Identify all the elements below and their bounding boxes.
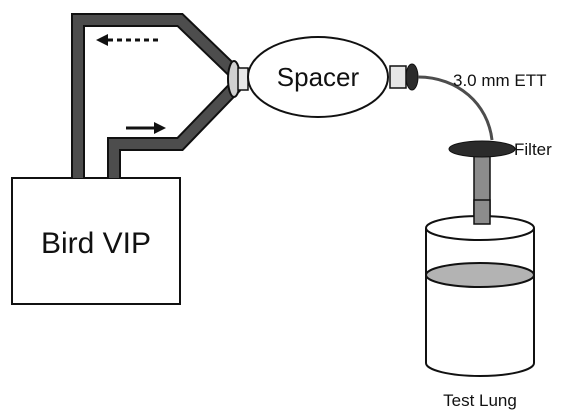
ett-connector (405, 63, 419, 91)
return-flow-arrow (96, 34, 158, 46)
inspiratory-flow-arrow (126, 122, 166, 134)
ventilator-box (11, 177, 181, 305)
test-lung-label: Test Lung (443, 391, 517, 410)
filter-label: Filter (514, 140, 552, 159)
ett-label: 3.0 mm ETT (453, 71, 547, 90)
filter-stem-lower (473, 199, 491, 225)
inspiratory-limb (109, 82, 240, 178)
spacer-chamber (247, 36, 389, 118)
spacer-outlet-port (389, 65, 407, 89)
endotracheal-tube (417, 75, 494, 141)
spacer-label: Spacer (277, 62, 360, 92)
spacer-inlet-port (237, 67, 249, 91)
test-lung (425, 199, 535, 377)
expiratory-limb (73, 15, 240, 178)
ventilator-label: Bird VIP (41, 227, 151, 260)
expiratory-limb-outline (71, 13, 241, 178)
filter-disc (448, 140, 516, 158)
test-lung-fluid-level (425, 262, 535, 288)
